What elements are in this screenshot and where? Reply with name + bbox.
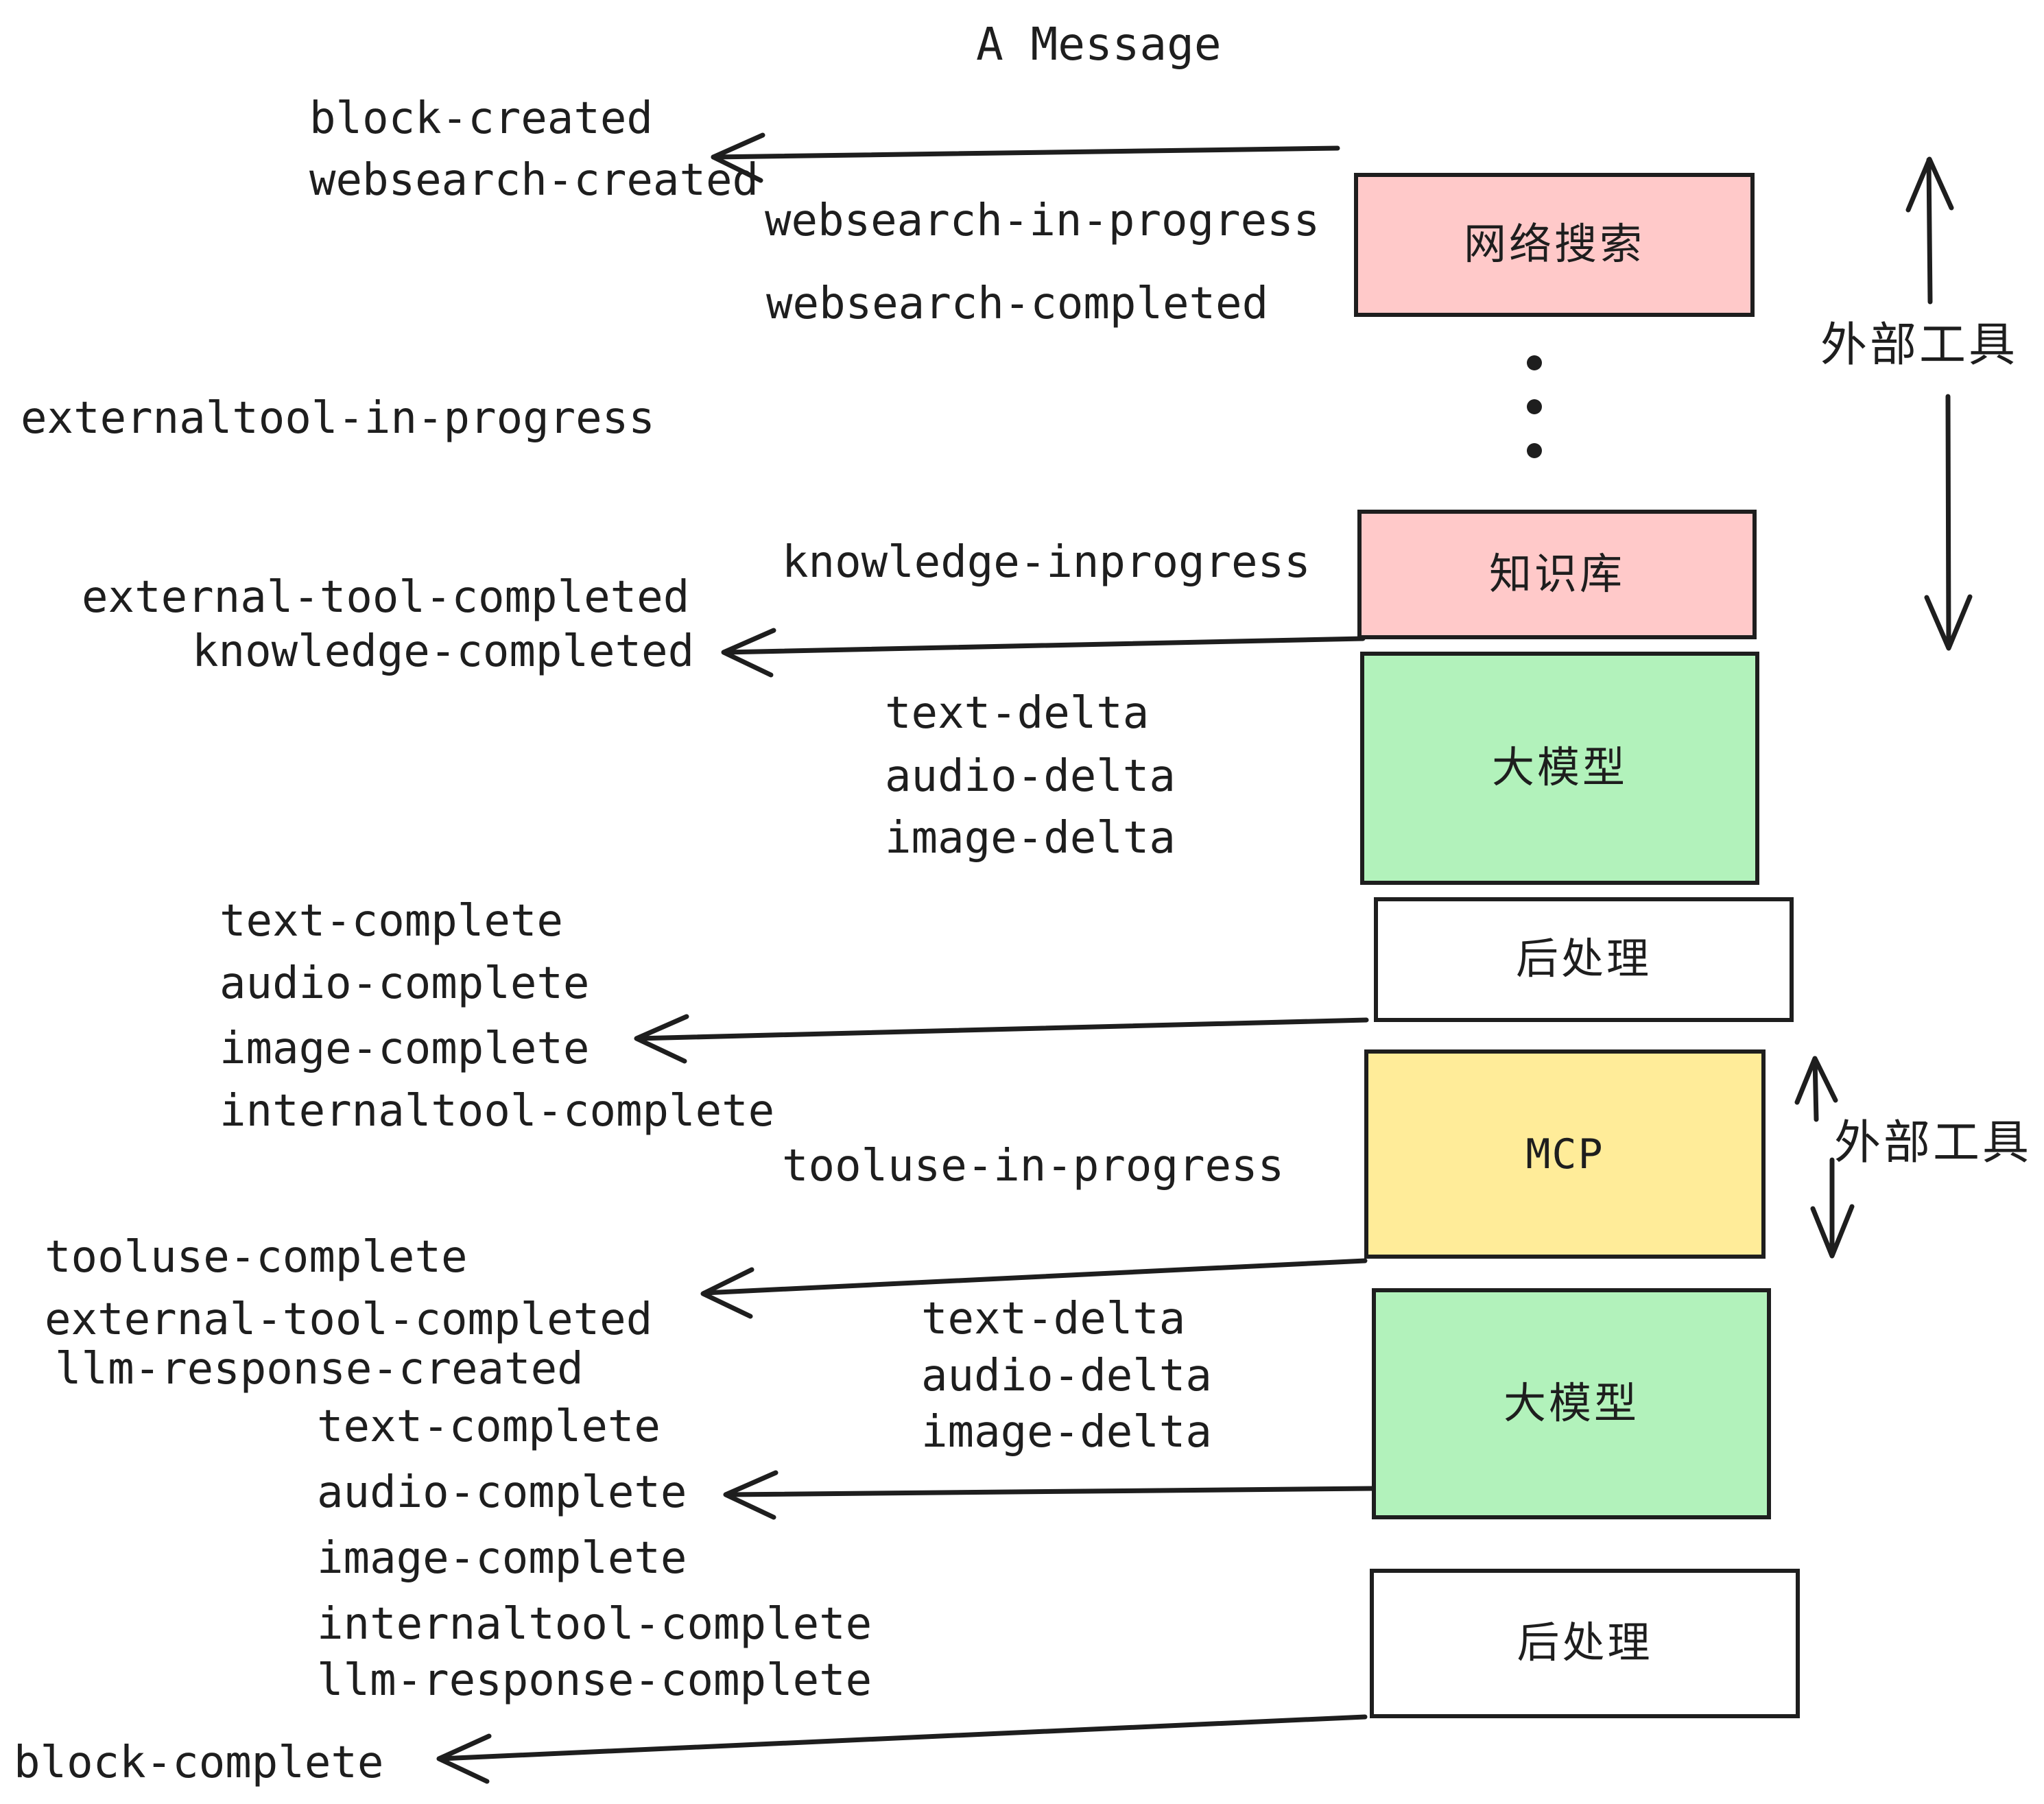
node-llm-1-label: 大模型: [1491, 744, 1628, 792]
event-label-image-complete-2: image-complete: [317, 1533, 687, 1584]
event-label-block-complete: block-complete: [14, 1737, 384, 1788]
event-label-text-complete-1: text-complete: [219, 896, 563, 947]
event-label-image-delta-1: image-delta: [885, 813, 1176, 864]
event-label-text-delta-2: text-delta: [921, 1294, 1186, 1344]
arrow-knowledge-completed-icon: [721, 628, 1366, 678]
event-label-llm-response-created: llm-response-created: [55, 1344, 584, 1394]
node-knowledge: 知识库: [1357, 510, 1757, 639]
node-llm-2-label: 大模型: [1503, 1379, 1639, 1427]
node-knowledge-label: 知识库: [1488, 550, 1625, 598]
event-label-image-complete-1: image-complete: [219, 1023, 590, 1074]
node-mcp-label: MCP: [1525, 1130, 1604, 1178]
event-label-external-tool-completed-1: external-tool-completed: [82, 572, 690, 623]
arrow-audio-complete-icon: [723, 1470, 1375, 1520]
node-postprocess-2: 后处理: [1370, 1569, 1800, 1718]
event-label-external-tool-completed-2: external-tool-completed: [45, 1294, 653, 1345]
event-label-externaltool-in-progress: externaltool-in-progress: [21, 393, 655, 444]
event-label-llm-response-complete: llm-response-complete: [317, 1655, 872, 1706]
event-label-audio-delta-1: audio-delta: [885, 751, 1176, 802]
side-label-external-tool-top: 外部工具: [1820, 319, 2019, 371]
node-postprocess-1: 后处理: [1374, 897, 1794, 1022]
diagram-title: A Message: [976, 18, 1222, 71]
event-label-image-delta-2: image-delta: [921, 1407, 1212, 1458]
arrow-external-tool-up-1-icon: [1905, 156, 1954, 305]
event-label-text-complete-2: text-complete: [317, 1401, 661, 1452]
event-label-tooluse-complete: tooluse-complete: [45, 1232, 468, 1283]
node-postprocess-2-label: 后处理: [1517, 1619, 1653, 1667]
arrow-block-created-icon: [711, 132, 1340, 183]
node-postprocess-1-label: 后处理: [1515, 936, 1652, 983]
event-label-knowledge-inprogress: knowledge-inprogress: [782, 537, 1311, 588]
node-mcp: MCP: [1364, 1049, 1766, 1259]
arrow-external-tool-down-2-icon: [1810, 1157, 1855, 1259]
arrow-block-complete-icon: [436, 1714, 1368, 1784]
side-label-external-tool-bottom: 外部工具: [1834, 1117, 2032, 1169]
event-label-websearch-in-progress: websearch-in-progress: [765, 195, 1320, 246]
event-label-websearch-completed: websearch-completed: [766, 278, 1269, 329]
event-label-text-delta-1: text-delta: [885, 688, 1150, 739]
event-label-audio-delta-2: audio-delta: [921, 1351, 1212, 1401]
node-websearch-label: 网络搜索: [1463, 221, 1645, 268]
node-llm-2: 大模型: [1372, 1288, 1771, 1519]
node-llm-1: 大模型: [1360, 652, 1759, 885]
arrow-external-tool-down-1-icon: [1924, 394, 1973, 651]
event-label-tooluse-in-progress: tooluse-in-progress: [782, 1141, 1285, 1191]
arrow-image-complete-icon: [634, 1014, 1369, 1064]
event-label-internaltool-complete-1: internaltool-complete: [219, 1086, 775, 1137]
event-label-audio-complete-2: audio-complete: [317, 1467, 687, 1518]
event-label-websearch-created: websearch-created: [309, 155, 759, 206]
arrow-external-tool-up-2-icon: [1794, 1056, 1838, 1122]
vertical-ellipsis-icon: [1527, 355, 1542, 458]
event-label-knowledge-completed: knowledge-completed: [192, 626, 695, 677]
event-label-audio-complete-1: audio-complete: [219, 958, 590, 1009]
event-label-internaltool-complete-2: internaltool-complete: [317, 1599, 872, 1650]
event-label-block-created: block-created: [309, 93, 653, 144]
node-websearch: 网络搜索: [1354, 173, 1755, 317]
